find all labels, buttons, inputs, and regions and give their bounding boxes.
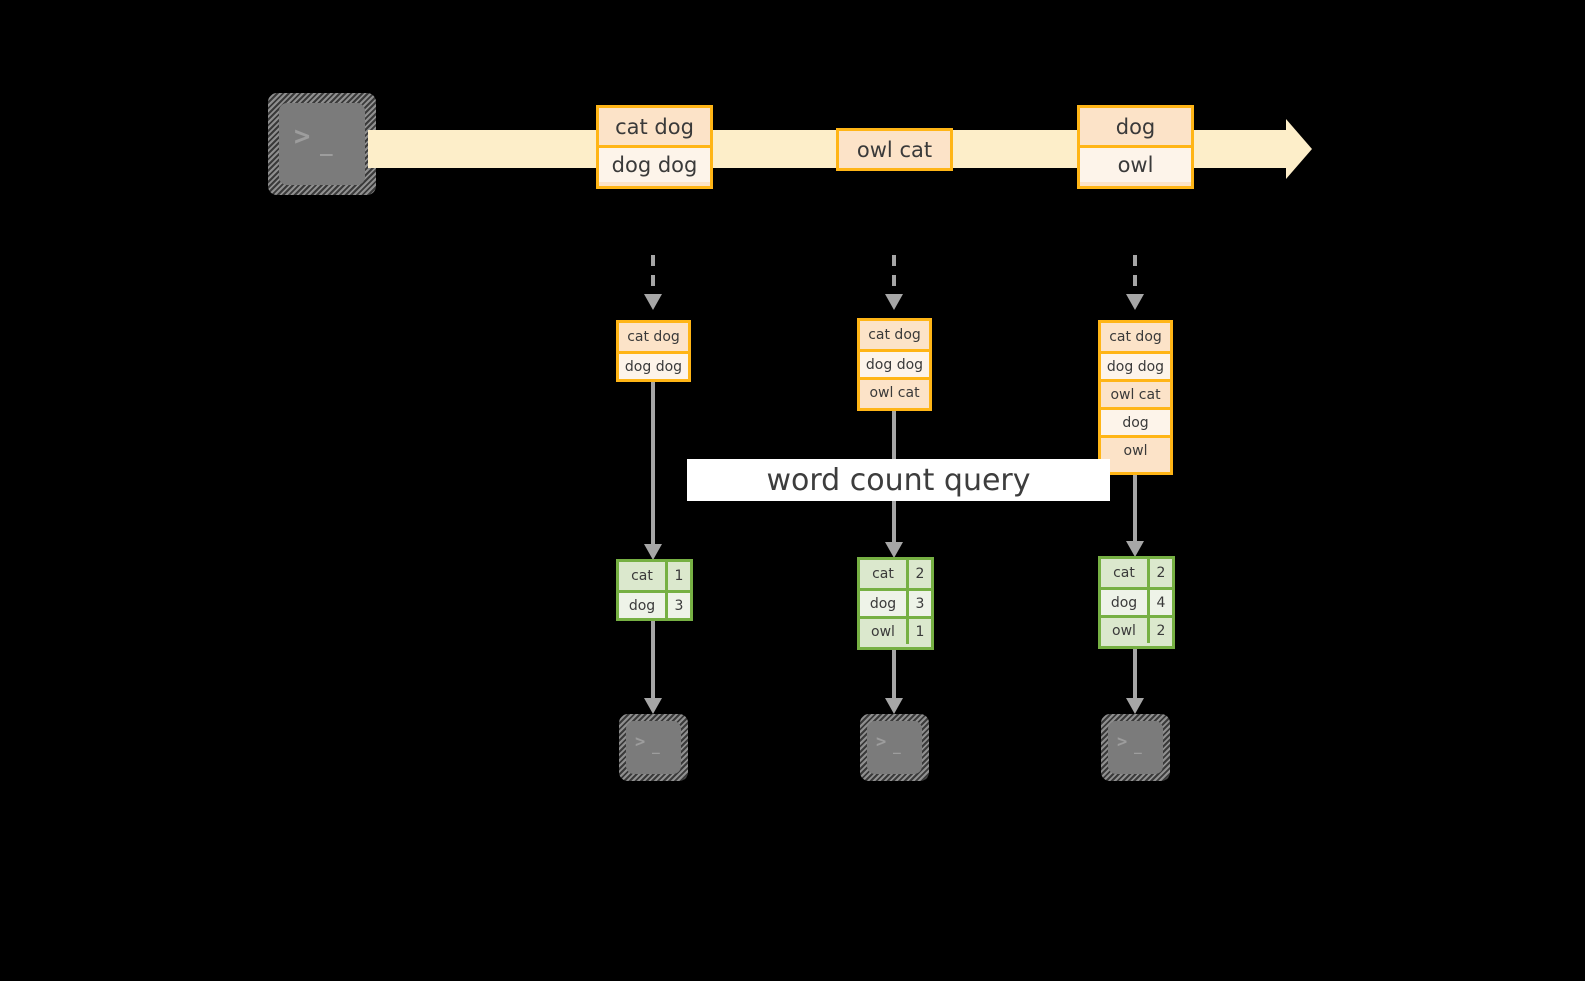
terminal-cursor-icon: _ (1134, 740, 1143, 755)
snapshot-1-buffer: cat dog dog dog (616, 320, 691, 382)
sink-terminal-1: > _ (619, 714, 688, 781)
result-word: owl (860, 619, 906, 644)
result-count: 4 (1146, 590, 1172, 615)
terminal-cursor-icon: _ (320, 132, 334, 156)
snapshot-3-buffer-row: owl (1101, 435, 1170, 463)
result-word: dog (860, 591, 906, 616)
snapshot-2-buffer-row: cat dog (860, 321, 929, 349)
snapshot-3-result-table: cat 2 dog 4 owl 2 (1098, 556, 1175, 649)
snapshot-1-tap-arrowhead (644, 294, 662, 310)
stream-event-3: dog owl (1077, 105, 1194, 189)
terminal-body (1108, 721, 1163, 774)
snapshot-3-sink-arrowhead (1126, 698, 1144, 714)
snapshot-1-query-line (651, 382, 655, 550)
snapshot-2-buffer-row: dog dog (860, 349, 929, 377)
snapshot-3-query-line (1133, 475, 1137, 548)
event-stream-arrowhead (1286, 119, 1312, 179)
terminal-prompt-icon: > (294, 121, 312, 152)
snapshot-2-buffer-row: owl cat (860, 377, 929, 405)
snapshot-3-tap-line (1133, 255, 1137, 297)
result-word: cat (619, 562, 665, 590)
result-count: 2 (1146, 618, 1172, 643)
snapshot-2-result-table: cat 2 dog 3 owl 1 (857, 557, 934, 650)
table-row: dog 3 (860, 588, 931, 616)
table-row: cat 1 (619, 562, 690, 590)
query-banner: word count query (687, 459, 1110, 501)
snapshot-1-result-table: cat 1 dog 3 (616, 559, 693, 621)
terminal-body (626, 721, 681, 774)
stream-event-2: owl cat (836, 128, 953, 171)
stream-event-3-line-1: dog (1080, 108, 1191, 145)
terminal-prompt-icon: > (1117, 732, 1129, 752)
result-count: 2 (1146, 559, 1172, 587)
result-word: owl (1101, 618, 1147, 643)
result-count: 3 (664, 593, 690, 618)
terminal-body (867, 721, 922, 774)
stream-event-2-line-1: owl cat (839, 131, 950, 168)
table-row: owl 1 (860, 616, 931, 644)
snapshot-1-query-arrowhead (644, 544, 662, 560)
table-row: cat 2 (1101, 559, 1172, 587)
table-row: cat 2 (860, 560, 931, 588)
snapshot-3-sink-line (1133, 649, 1137, 703)
result-word: dog (1101, 590, 1147, 615)
snapshot-1-tap-line (651, 255, 655, 297)
result-count: 2 (905, 560, 931, 588)
snapshot-3-buffer-row: dog (1101, 407, 1170, 435)
stream-event-1: cat dog dog dog (596, 105, 713, 189)
result-word: cat (860, 560, 906, 588)
sink-terminal-3: > _ (1101, 714, 1170, 781)
terminal-cursor-icon: _ (652, 740, 661, 755)
sink-terminal-2: > _ (860, 714, 929, 781)
stream-event-1-line-2: dog dog (599, 145, 710, 182)
snapshot-2-sink-line (892, 650, 896, 703)
snapshot-1-buffer-row: cat dog (619, 323, 688, 351)
source-terminal: > _ (268, 93, 376, 195)
snapshot-2-sink-arrowhead (885, 698, 903, 714)
snapshot-1-sink-line (651, 621, 655, 703)
snapshot-3-buffer-row: dog dog (1101, 351, 1170, 379)
snapshot-2-query-arrowhead (885, 542, 903, 558)
terminal-cursor-icon: _ (893, 740, 902, 755)
snapshot-3-buffer: cat dog dog dog owl cat dog owl (1098, 320, 1173, 475)
stream-event-3-line-2: owl (1080, 145, 1191, 182)
table-row: dog 3 (619, 590, 690, 618)
terminal-prompt-icon: > (635, 732, 647, 752)
terminal-prompt-icon: > (876, 732, 888, 752)
table-row: dog 4 (1101, 587, 1172, 615)
result-count: 1 (905, 619, 931, 644)
result-word: dog (619, 593, 665, 618)
snapshot-3-buffer-row: owl cat (1101, 379, 1170, 407)
stream-event-1-line-1: cat dog (599, 108, 710, 145)
terminal-body (279, 103, 365, 185)
result-count: 1 (664, 562, 690, 590)
result-word: cat (1101, 559, 1147, 587)
snapshot-2-tap-line (892, 255, 896, 297)
snapshot-1-buffer-row: dog dog (619, 351, 688, 379)
snapshot-3-buffer-row: cat dog (1101, 323, 1170, 351)
result-count: 3 (905, 591, 931, 616)
snapshot-2-tap-arrowhead (885, 294, 903, 310)
snapshot-2-buffer: cat dog dog dog owl cat (857, 318, 932, 411)
snapshot-1-sink-arrowhead (644, 698, 662, 714)
snapshot-3-query-arrowhead (1126, 541, 1144, 557)
table-row: owl 2 (1101, 615, 1172, 643)
query-banner-label: word count query (766, 462, 1031, 498)
snapshot-3-tap-arrowhead (1126, 294, 1144, 310)
